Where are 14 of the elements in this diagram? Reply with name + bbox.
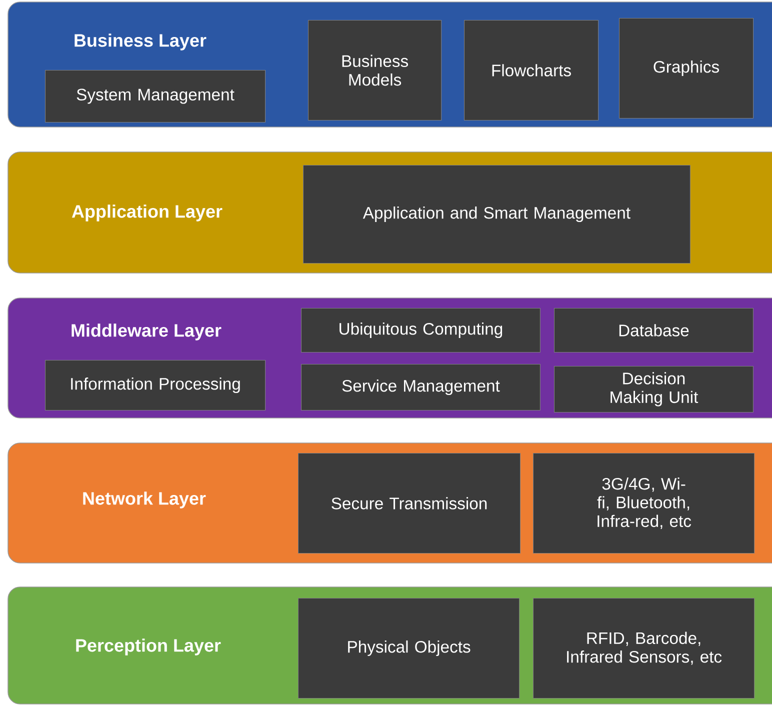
component-box: Database <box>554 308 754 353</box>
component-box: Secure Transmission <box>298 453 521 554</box>
component-box: Flowcharts <box>464 20 599 121</box>
component-box: RFID, Barcode, Infrared Sensors, etc <box>533 598 755 699</box>
component-box: Application and Smart Management <box>303 165 690 264</box>
component-box: Ubiquitous Computing <box>301 308 540 353</box>
component-box: Business Models <box>308 20 442 121</box>
component-box: Decision Making Unit <box>554 366 754 413</box>
component-box: Information Processing <box>45 360 266 411</box>
component-box: Physical Objects <box>298 598 520 699</box>
component-box: Graphics <box>619 18 754 119</box>
component-box: System Management <box>45 70 266 123</box>
component-box: Service Management <box>301 364 540 411</box>
component-box: 3G/4G, Wi-fi, Bluetooth, Infra-red, etc <box>533 453 755 554</box>
